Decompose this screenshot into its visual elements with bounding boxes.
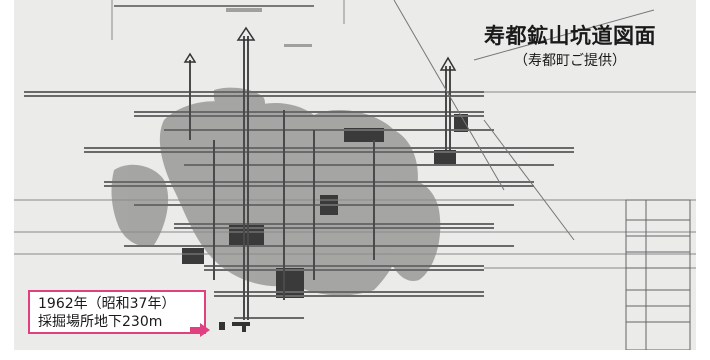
callout-date: 1962年（昭和37年） [38, 296, 176, 312]
depth-callout: 1962年（昭和37年） 採掘場所地下230m [28, 290, 206, 334]
tunnel-plan-scan [14, 0, 696, 350]
callout-depth: 採掘場所地下230m [38, 314, 163, 330]
figure-title: 寿都鉱山坑道図面 [484, 24, 656, 48]
arrow-right-icon [190, 323, 210, 337]
figure-credit: （寿都町ご提供） [514, 53, 626, 69]
mine-tunnel-drawing [14, 0, 696, 350]
